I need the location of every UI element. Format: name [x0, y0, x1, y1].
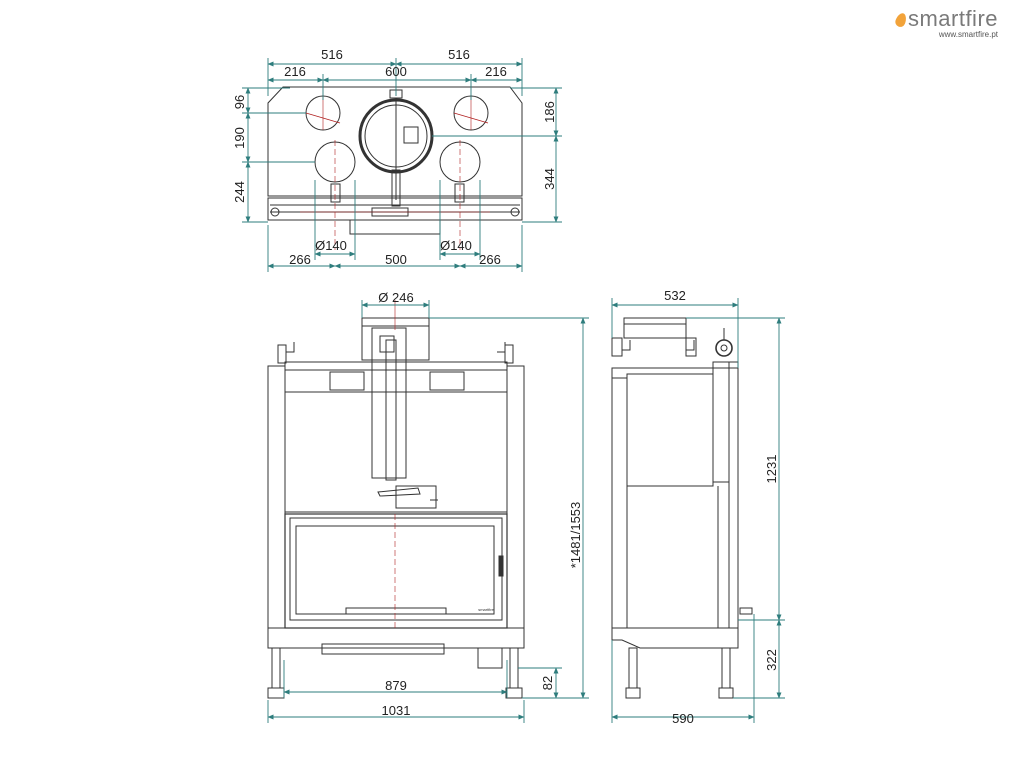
front-outer-width-label: 1031: [382, 703, 411, 718]
top-seg-left-label: 216: [284, 64, 306, 79]
front-leg-height-label: 82: [540, 676, 555, 690]
top-left-height-1-label: 96: [232, 95, 247, 109]
front-right-leg: [509, 647, 519, 689]
top-width-left-label: 516: [321, 47, 343, 62]
front-right-post: [506, 365, 525, 629]
side-body-height-label: 1231: [764, 455, 779, 484]
side-view: [611, 317, 753, 699]
top-bottom-right-label: 266: [479, 252, 501, 267]
brand-name: smartfire: [907, 6, 998, 31]
top-duct-diameter-right-label: Ø140: [440, 238, 472, 253]
top-view-frame: [267, 197, 523, 221]
front-left-post: [267, 365, 286, 629]
top-view-handle: [349, 219, 441, 235]
side-view-labels: 532 1231 322 590: [664, 288, 779, 726]
front-door-brand-label: smartfire: [478, 607, 494, 612]
side-front-leg: [628, 647, 638, 689]
top-view: [267, 86, 523, 250]
side-body: [611, 367, 739, 629]
front-ash-drawer: [321, 643, 445, 655]
front-view-dimensions: [267, 300, 589, 723]
side-base-depth-label: 590: [672, 711, 694, 726]
front-flue-diameter-label: Ø 246: [378, 290, 413, 305]
top-left-height-2-label: 190: [232, 127, 247, 149]
top-bottom-left-label: 266: [289, 252, 311, 267]
top-width-right-label: 516: [448, 47, 470, 62]
top-bottom-mid-label: 500: [385, 252, 407, 267]
front-inner-width-label: 879: [385, 678, 407, 693]
side-flue-collar: [623, 317, 687, 339]
front-total-height-label: *1481/1553: [568, 502, 583, 569]
top-duct-diameter-left-label: Ø140: [315, 238, 347, 253]
brand-url: www.smartfire.pt: [938, 30, 998, 39]
side-top-depth-label: 532: [664, 288, 686, 303]
side-damper-knob: [715, 339, 733, 357]
front-view-labels: Ø 246 *1481/1553 879 1031 82 smartfire: [378, 290, 583, 718]
side-base: [611, 627, 739, 649]
side-leg-height-label: 322: [764, 649, 779, 671]
top-view-labels: 516 516 216 600 216 96 190 244 186 344 2…: [232, 47, 557, 267]
front-damper-lever: [377, 487, 421, 497]
brand-logo: smartfire www.smartfire.pt: [893, 6, 998, 39]
top-seg-right-label: 216: [485, 64, 507, 79]
top-seg-mid-label: 600: [385, 64, 407, 79]
top-right-height-1-label: 186: [542, 101, 557, 123]
top-left-height-3-label: 244: [232, 181, 247, 203]
front-view: [267, 300, 525, 699]
front-flue-pipe: [371, 327, 407, 479]
front-base: [267, 627, 525, 649]
front-door: [284, 513, 508, 629]
front-left-leg: [271, 647, 281, 689]
top-right-height-2-label: 344: [542, 168, 557, 190]
side-convection-box: [626, 373, 714, 487]
top-view-outline: [267, 86, 523, 197]
side-view-dimensions: [611, 298, 785, 723]
top-view-dimensions: [242, 58, 562, 272]
side-rear-leg: [721, 647, 731, 689]
